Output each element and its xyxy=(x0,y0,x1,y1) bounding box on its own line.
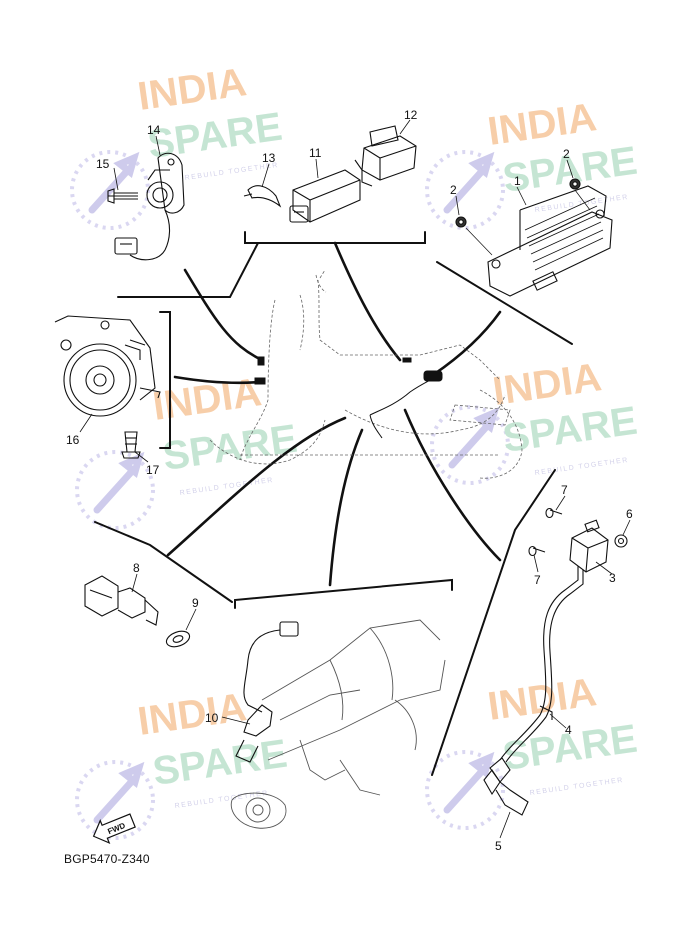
vehicle-harness xyxy=(254,356,443,439)
vehicle-outline xyxy=(209,269,523,479)
watermark-spare: SPARE xyxy=(150,732,290,794)
callout-4: 4 xyxy=(565,723,572,737)
switch-assembly xyxy=(84,575,191,648)
regulator-assembly xyxy=(455,178,613,297)
watermark-top-left: INDIA SPARE REBUILD TOGETHER xyxy=(72,60,285,228)
callout-7: 7 xyxy=(534,573,541,587)
watermark-tagline: REBUILD TOGETHER xyxy=(179,477,274,497)
watermark-top-right: INDIA SPARE REBUILD TOGETHER xyxy=(427,95,640,228)
callout-2: 2 xyxy=(450,183,457,197)
watermark-india: INDIA xyxy=(485,670,599,729)
callout-7: 7 xyxy=(561,483,568,497)
fwd-arrow: FWD xyxy=(92,813,136,844)
o2-sensor-assembly xyxy=(235,621,299,763)
watermark-india: INDIA xyxy=(150,370,264,429)
watermark-middle-right: INDIA SPARE REBUILD TOGETHER xyxy=(432,355,640,483)
watermark-tagline: REBUILD TOGETHER xyxy=(529,777,624,797)
ignition-coil-assembly xyxy=(483,507,628,816)
callouts: 1 2 2 3 4 5 6 7 7 8 9 10 11 12 13 14 15 … xyxy=(66,108,633,853)
callout-6: 6 xyxy=(626,507,633,521)
callout-16: 16 xyxy=(66,433,80,447)
callout-11: 11 xyxy=(309,146,322,160)
callout-17: 17 xyxy=(146,463,160,477)
sensor-marker xyxy=(257,356,265,366)
exhaust-outline xyxy=(230,619,446,829)
callout-14: 14 xyxy=(147,123,161,137)
callout-8: 8 xyxy=(133,561,140,575)
bracket-lines xyxy=(94,231,573,776)
watermark-india: INDIA xyxy=(135,685,249,744)
callout-leaders xyxy=(79,119,631,839)
leader-lines xyxy=(166,241,502,587)
callout-5: 5 xyxy=(495,839,502,853)
watermark-spare: SPARE xyxy=(160,417,300,479)
diagram-code: BGP5470-Z340 xyxy=(64,852,150,866)
horn-assembly xyxy=(54,315,161,459)
callout-1: 1 xyxy=(514,174,521,188)
relay-assembly xyxy=(243,125,417,223)
watermark-india: INDIA xyxy=(135,60,249,119)
callout-9: 9 xyxy=(192,596,199,610)
callout-12: 12 xyxy=(404,108,418,122)
watermark-middle-left: INDIA SPARE REBUILD TOGETHER xyxy=(77,370,300,528)
watermark-tagline: REBUILD TOGETHER xyxy=(534,457,629,477)
relay-marker xyxy=(402,357,412,363)
callout-10: 10 xyxy=(205,711,219,725)
horn-marker xyxy=(254,377,266,385)
callout-13: 13 xyxy=(262,151,276,165)
cdi-marker xyxy=(423,370,443,382)
callout-2: 2 xyxy=(563,147,570,161)
sensor-assembly xyxy=(107,152,185,261)
callout-15: 15 xyxy=(96,157,110,171)
callout-3: 3 xyxy=(609,571,616,585)
